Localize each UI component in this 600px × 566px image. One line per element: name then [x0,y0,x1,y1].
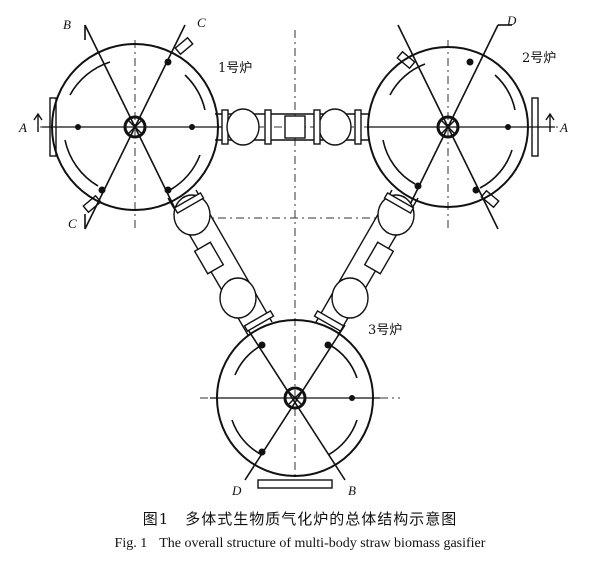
caption-figure-number: Fig. 1 [114,536,148,551]
pipe-1-2 [215,108,370,146]
section-label-c-bottom: C [68,216,77,231]
caption-english: Fig. 1 The overall structure of multi-bod… [0,536,600,552]
pipe-1-3 [167,189,275,336]
gasifier-structure-diagram: 1号炉 2号炉 3号炉 A A B C D C D B [18,13,568,498]
hub-circle-icon [123,115,147,139]
bolt-markers [75,58,511,456]
section-label-b-top: B [63,17,71,32]
section-label-b-bottom: B [348,483,356,498]
section-label-d-top: D [506,13,517,28]
furnace-2-label: 2号炉 [522,51,556,66]
caption-english-text: The overall structure of multi-body stra… [159,536,486,551]
furnace-1-label: 1号炉 [218,61,252,76]
section-label-a-left: A [18,120,27,135]
hub-circle-icon [436,115,460,139]
section-arrows [33,112,555,132]
furnace-1 [42,24,228,230]
pipe-2-3 [313,189,419,336]
section-label-d-bottom: D [231,483,242,498]
hub-circle-icon [283,386,307,410]
furnace-3-label: 3号炉 [368,323,402,338]
center-lines [40,30,560,480]
section-label-c-top: C [197,15,206,30]
furnace-2 [367,24,555,230]
section-label-a-right: A [559,120,568,135]
caption-chinese: 图1 多体式生物质气化炉的总体结构示意图 [142,510,458,528]
